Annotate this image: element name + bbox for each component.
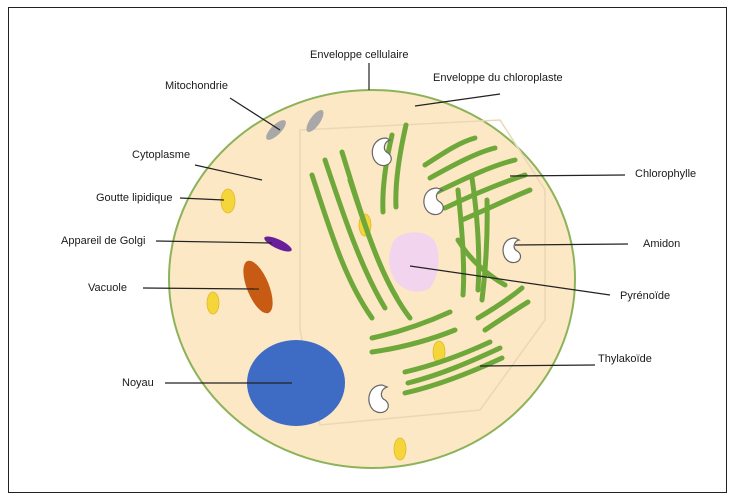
label-mitochondrie: Mitochondrie <box>165 80 228 93</box>
label-thylakoide: Thylakoïde <box>598 353 652 366</box>
label-amidon: Amidon <box>643 238 680 251</box>
lipid-droplet <box>221 189 235 213</box>
label-chlorophylle: Chlorophylle <box>635 168 696 181</box>
label-cytoplasme: Cytoplasme <box>132 149 190 162</box>
label-enveloppe-chloroplaste: Enveloppe du chloroplaste <box>433 72 563 85</box>
label-enveloppe-cellulaire: Enveloppe cellulaire <box>310 49 408 62</box>
lipid-droplet <box>394 438 406 460</box>
lipid-droplet <box>207 292 219 314</box>
label-noyau: Noyau <box>122 377 154 390</box>
label-vacuole: Vacuole <box>88 282 127 295</box>
label-pyrenoide: Pyrénoïde <box>620 290 670 303</box>
label-goutte-lipidique: Goutte lipidique <box>96 192 172 205</box>
label-appareil-golgi: Appareil de Golgi <box>61 235 145 248</box>
